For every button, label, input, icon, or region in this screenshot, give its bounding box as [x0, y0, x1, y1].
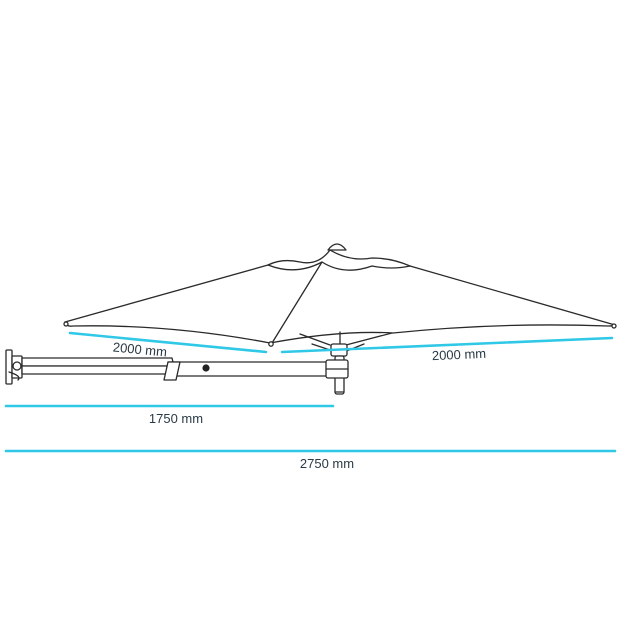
dimension-lines [4, 331, 617, 453]
dim-line-canopy-right [280, 336, 614, 354]
dim-line-canopy-left [68, 331, 268, 354]
dim-label-canopy-left: 2000 mm [112, 339, 167, 359]
wall-bracket [5, 349, 23, 385]
umbrella-canopy [63, 243, 617, 347]
extension-arm [21, 357, 349, 381]
dim-label-arm: 1750 mm [149, 411, 203, 426]
dim-label-canopy-right: 2000 mm [432, 346, 487, 363]
dim-label-overall: 2750 mm [300, 456, 354, 471]
dimension-labels: 2000 mm 2000 mm 1750 mm 2750 mm [112, 339, 486, 471]
